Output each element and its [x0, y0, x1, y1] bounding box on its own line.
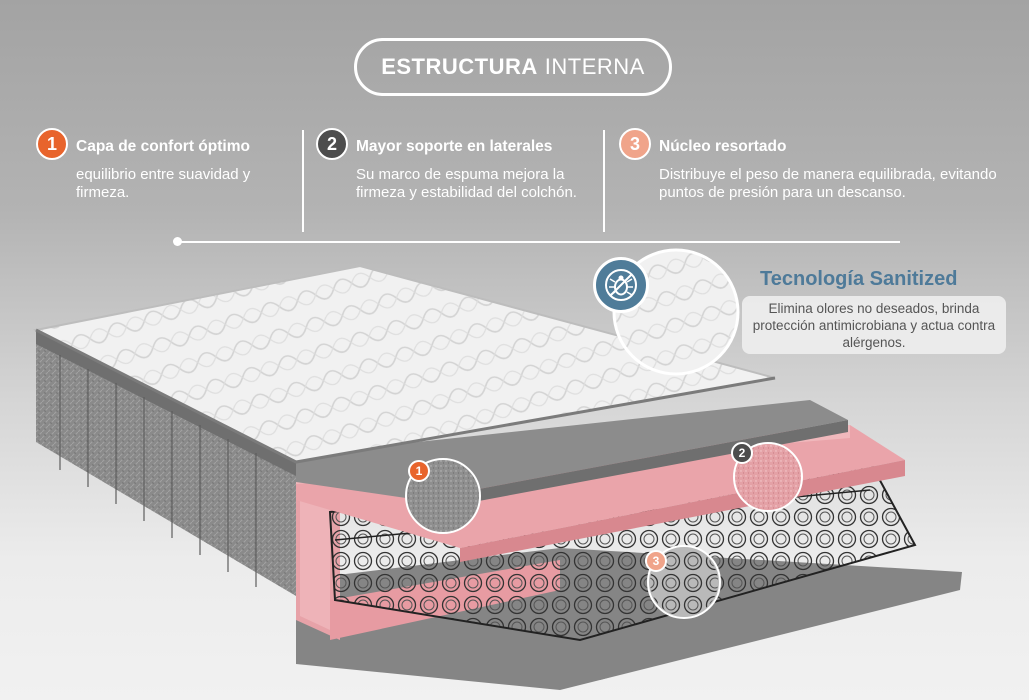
divider — [603, 130, 605, 232]
title-bold: ESTRUCTURA — [381, 54, 538, 79]
sanitized-description: Elimina olores no deseados, brinda prote… — [742, 296, 1006, 354]
divider — [302, 130, 304, 232]
callout-badge-2: 2 — [731, 442, 753, 464]
feature-title: Mayor soporte en laterales — [356, 138, 553, 155]
feature-title: Capa de confort óptimo — [76, 138, 250, 155]
feature-description: Distribuye el peso de manera equilibrada… — [659, 166, 997, 201]
feature-title: Núcleo resortado — [659, 138, 787, 155]
callout-badge-1: 1 — [408, 460, 430, 482]
mite-icon — [593, 257, 649, 313]
feature-badge: 2 — [316, 128, 348, 160]
sanitized-title: Tecnología Sanitized — [760, 268, 958, 290]
horizontal-rule — [178, 241, 900, 243]
feature-description: equilibrio entre suavidad y firmeza. — [76, 166, 251, 201]
feature-badge: 1 — [36, 128, 68, 160]
callout-badge-3: 3 — [645, 550, 667, 572]
rule-dot — [173, 237, 182, 246]
title-pill: ESTRUCTURA INTERNA — [354, 38, 672, 96]
feature-badge: 3 — [619, 128, 651, 160]
title-rest: INTERNA — [544, 54, 645, 79]
feature-description: Su marco de espuma mejora la firmeza y e… — [356, 166, 577, 201]
